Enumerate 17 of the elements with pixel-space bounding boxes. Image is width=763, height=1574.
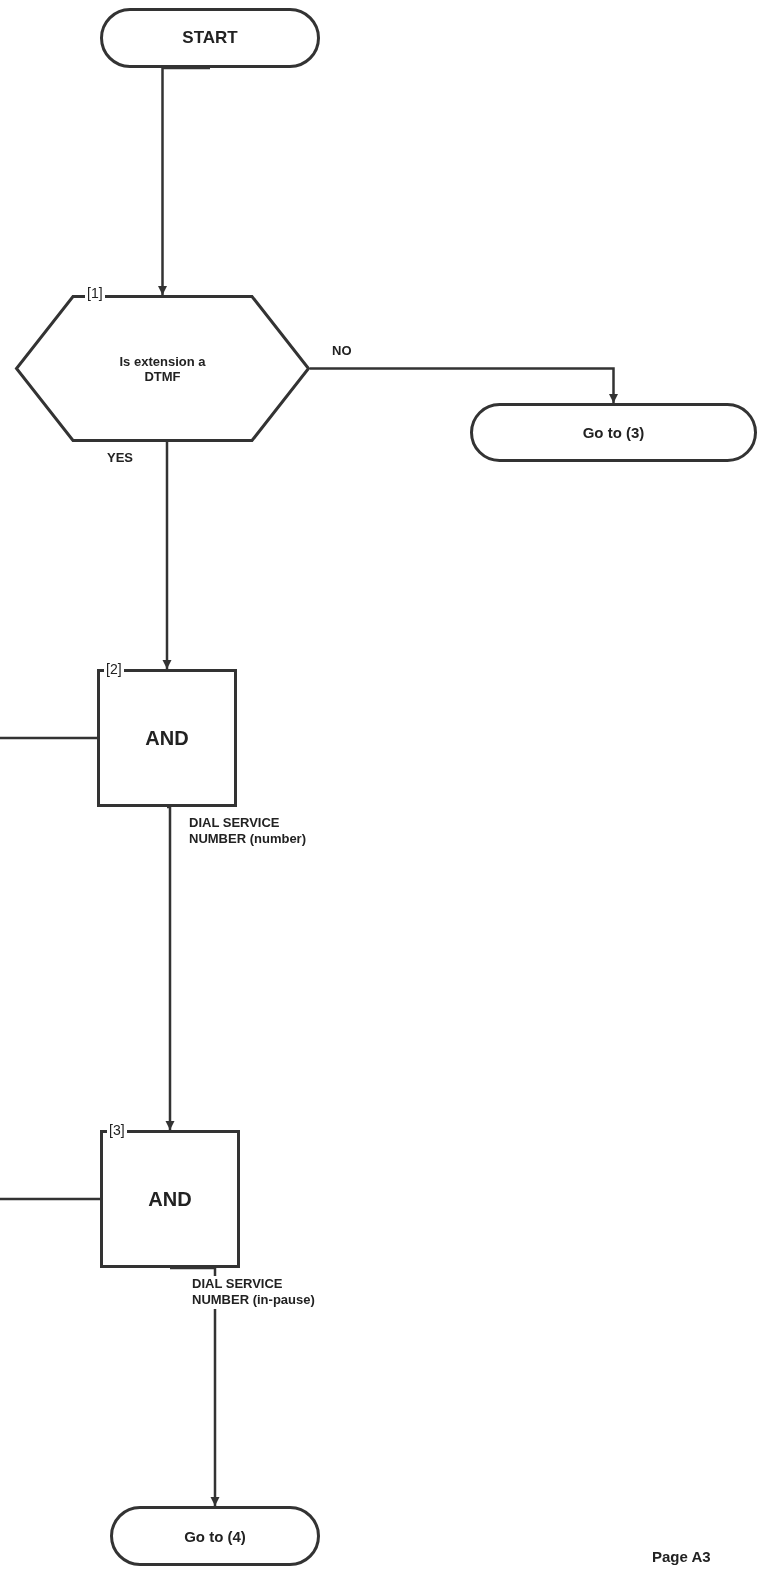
- step-number: [1]: [85, 285, 105, 301]
- decision-text: Is extension a DTMF: [118, 353, 207, 384]
- step-number: [3]: [107, 1122, 127, 1138]
- terminal-box: [470, 403, 757, 462]
- arrow: [170, 1266, 220, 1506]
- step-number: [2]: [104, 661, 124, 677]
- process-label: AND: [145, 726, 189, 750]
- terminal-box: [110, 1506, 320, 1566]
- terminal-label: Go to (3): [582, 424, 645, 441]
- arrow: [165, 805, 175, 1130]
- terminal-label: START: [182, 28, 238, 48]
- arrow: [162, 442, 172, 669]
- arrow: [158, 66, 210, 295]
- process-label: AND: [148, 1187, 192, 1211]
- start-terminal: [100, 8, 320, 68]
- arrow: [310, 367, 618, 403]
- terminal-label: Go to (4): [184, 1527, 246, 1545]
